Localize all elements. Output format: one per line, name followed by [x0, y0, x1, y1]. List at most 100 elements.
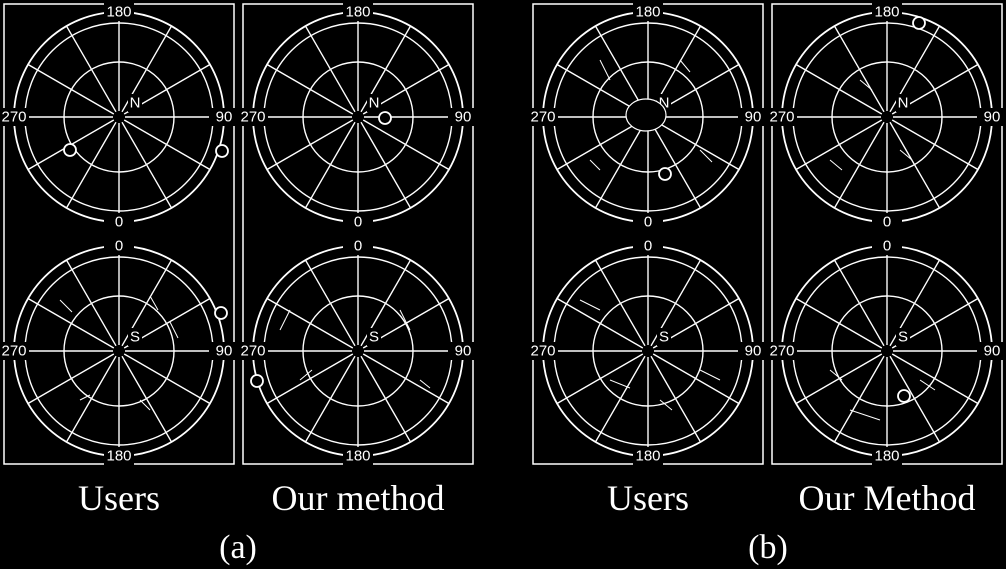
grid-spoke — [65, 259, 117, 347]
grid-spoke — [650, 355, 702, 443]
polar-label-left: 270 — [1, 343, 26, 360]
polar-label-right: 90 — [216, 343, 233, 360]
polar-label-bottom: 180 — [106, 448, 131, 465]
grid-spoke — [65, 25, 117, 113]
polar-label-bottom: 180 — [635, 448, 660, 465]
polar-label-right: 90 — [984, 343, 1001, 360]
label-backdrop — [238, 108, 268, 126]
grid-spoke — [594, 259, 646, 347]
label-backdrop — [738, 342, 768, 360]
grid-spoke — [556, 63, 644, 115]
grid-spoke — [266, 297, 354, 349]
polar-label-top: 0 — [644, 238, 652, 255]
grid-spoke — [65, 121, 117, 209]
polar-label-left: 270 — [530, 343, 555, 360]
label-backdrop — [977, 108, 1006, 126]
label-backdrop — [633, 447, 663, 465]
grid-spoke — [266, 353, 354, 405]
grid-spoke — [123, 119, 211, 171]
caption-a-ours: Our method — [272, 478, 445, 518]
polar-label-right: 90 — [455, 343, 472, 360]
polar-label-top: 180 — [106, 4, 131, 21]
grid-spoke — [795, 353, 883, 405]
label-backdrop — [633, 237, 663, 255]
polar-label-center: N — [369, 95, 380, 112]
grid-spoke — [266, 119, 354, 171]
label-backdrop — [448, 342, 478, 360]
grid-spoke — [795, 297, 883, 349]
grid-spoke — [833, 121, 885, 209]
label-backdrop — [872, 447, 902, 465]
grid-spoke — [362, 353, 450, 405]
sun-dot — [63, 143, 77, 157]
grid-spoke — [304, 259, 356, 347]
polar-label-center: S — [659, 329, 669, 346]
label-backdrop — [738, 108, 768, 126]
polar-label-center: S — [130, 329, 140, 346]
polar-label-bottom: 0 — [354, 214, 362, 231]
grid-spoke — [891, 119, 979, 171]
label-backdrop — [633, 213, 663, 231]
grid-spoke — [556, 119, 644, 171]
grid-spoke — [556, 353, 644, 405]
grid-spoke — [795, 63, 883, 115]
polar-label-right: 90 — [745, 109, 762, 126]
label-backdrop — [448, 108, 478, 126]
grid-spoke — [27, 63, 115, 115]
polar-label-left: 270 — [240, 109, 265, 126]
grid-spoke — [795, 119, 883, 171]
occlusion-patch — [625, 98, 667, 132]
label-backdrop — [343, 3, 373, 21]
grid-spoke — [266, 63, 354, 115]
polar-label-bottom: 180 — [345, 448, 370, 465]
grid-spoke — [833, 355, 885, 443]
label-backdrop — [238, 342, 268, 360]
label-backdrop — [367, 94, 381, 112]
grid-spoke — [304, 355, 356, 443]
label-backdrop — [872, 237, 902, 255]
label-backdrop — [528, 108, 558, 126]
polar-label-top: 180 — [345, 4, 370, 21]
grid-spoke — [594, 355, 646, 443]
label-backdrop — [128, 94, 142, 112]
grid-spoke — [833, 259, 885, 347]
group-label-b: (b) — [748, 529, 788, 566]
polar-label-bottom: 0 — [883, 214, 891, 231]
sun-dot — [378, 111, 392, 125]
polar-label-top: 180 — [874, 4, 899, 21]
grid-spoke — [362, 119, 450, 171]
grid-spoke — [833, 25, 885, 113]
caption-b-users: Users — [607, 478, 689, 518]
polar-grid-a-users-south: 0 180 270 90 S — [0, 237, 239, 465]
grid-spoke — [889, 121, 941, 209]
sun-dot — [897, 389, 911, 403]
polar-label-bottom: 0 — [644, 214, 652, 231]
label-backdrop — [104, 237, 134, 255]
label-backdrop — [767, 342, 797, 360]
group-label-a: (a) — [219, 529, 257, 566]
label-backdrop — [633, 3, 663, 21]
label-backdrop — [0, 108, 29, 126]
polar-label-right: 90 — [216, 109, 233, 126]
label-backdrop — [343, 213, 373, 231]
polar-label-top: 0 — [883, 238, 891, 255]
polar-label-top: 0 — [115, 238, 123, 255]
sketch-marks — [59, 59, 936, 421]
label-backdrop — [767, 108, 797, 126]
label-backdrop — [528, 342, 558, 360]
label-backdrop — [872, 213, 902, 231]
polar-label-right: 90 — [455, 109, 472, 126]
polar-label-bottom: 0 — [115, 214, 123, 231]
polar-label-center: S — [898, 329, 908, 346]
label-backdrop — [872, 3, 902, 21]
grid-spoke — [652, 353, 740, 405]
grid-spoke — [121, 355, 173, 443]
polar-label-center: N — [898, 95, 909, 112]
polar-label-left: 270 — [240, 343, 265, 360]
polar-grid-a-ours-north: 180 0 270 90 N — [238, 3, 478, 231]
